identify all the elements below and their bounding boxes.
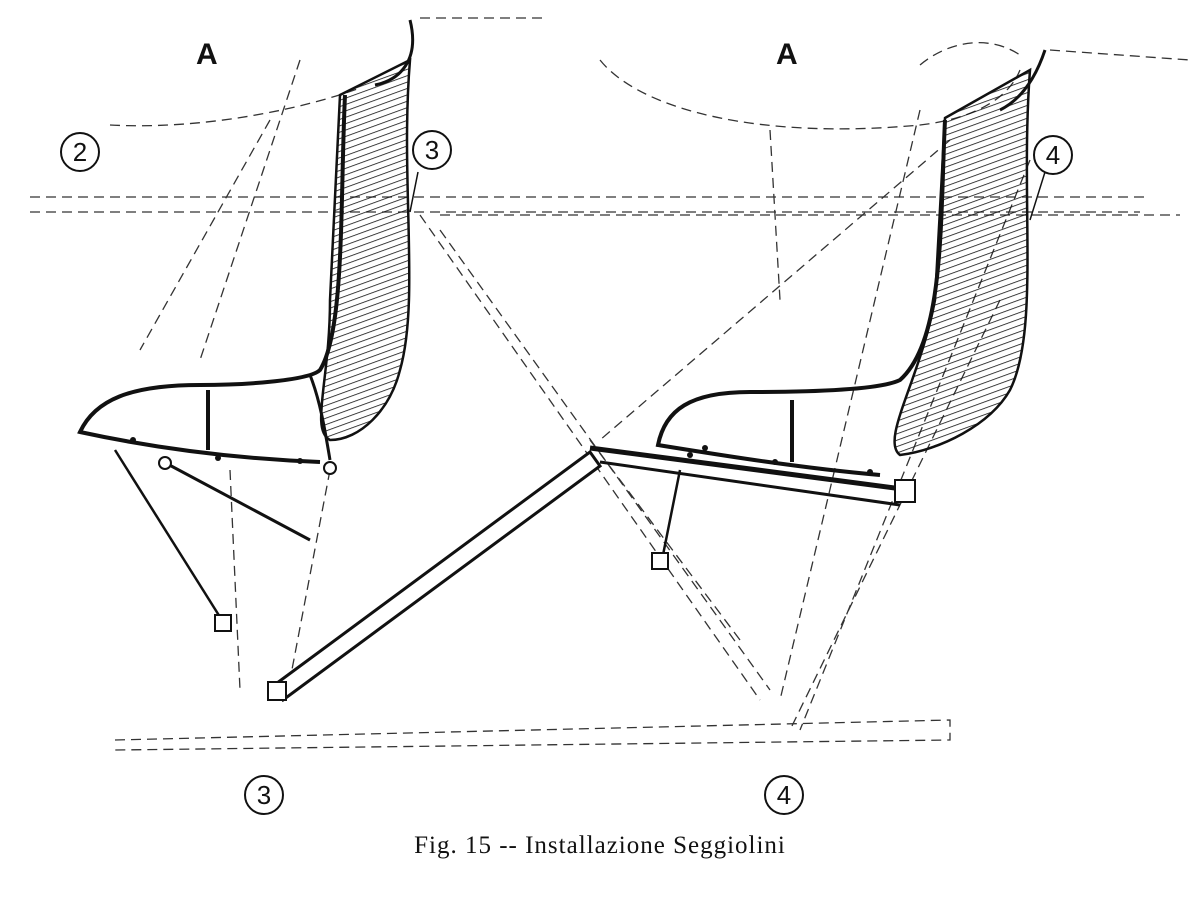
station-4-marker-top: 4 bbox=[1033, 135, 1073, 175]
left-rod-foot bbox=[214, 614, 232, 632]
right-seat bbox=[589, 49, 1047, 570]
left-seat-back-rim bbox=[374, 19, 415, 87]
left-support-rod bbox=[113, 449, 227, 626]
station-3-marker-bottom: 3 bbox=[244, 775, 284, 815]
right-seat-back-shell bbox=[893, 67, 1032, 457]
right-seat-frame bbox=[655, 119, 947, 477]
station-4-marker-bottom: 4 bbox=[764, 775, 804, 815]
station-2-marker: 2 bbox=[60, 132, 100, 172]
diagonal-beam bbox=[267, 449, 603, 703]
section-label-left: A bbox=[196, 38, 218, 71]
station-3-marker-top: 3 bbox=[412, 130, 452, 170]
left-seat-back-shell bbox=[319, 57, 412, 442]
left-support-strut bbox=[159, 458, 311, 542]
left-seat bbox=[77, 19, 415, 632]
section-label-right: A bbox=[776, 38, 798, 71]
right-seat-base-rail bbox=[589, 445, 911, 493]
right-rod-foot bbox=[651, 552, 669, 570]
right-support-rod bbox=[660, 469, 682, 561]
left-seat-frame bbox=[77, 94, 347, 464]
right-seat-back-rim bbox=[999, 49, 1047, 112]
figure-caption: Fig. 15 -- Installazione Seggiolini bbox=[414, 832, 786, 859]
